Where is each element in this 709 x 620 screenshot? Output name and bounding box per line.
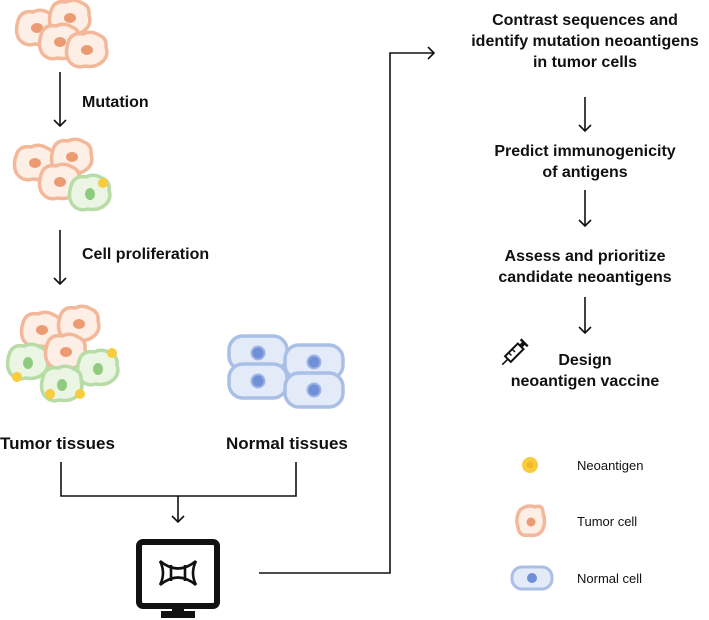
legend-neoantigen-label: Neoantigen (577, 458, 644, 473)
step-line: neoantigen vaccine (510, 373, 660, 390)
step-contrast-sequences: Contrast sequences and identify mutation… (435, 10, 709, 73)
neoantigen-dot-icon (12, 372, 22, 382)
legend-neoantigen-icon (522, 457, 538, 473)
normal-tissues-label: Normal tissues (226, 434, 348, 453)
normal-tissue-cluster (227, 334, 345, 409)
step-line: identify mutation neoantigens (471, 33, 699, 50)
dna-icon (158, 559, 198, 587)
step-line: Assess and prioritize (504, 248, 666, 265)
neoantigen-dot-icon (107, 348, 117, 358)
step-design-vaccine: Design neoantigen vaccine (435, 350, 709, 392)
mutation-label: Mutation (82, 94, 149, 111)
cell-proliferation-label: Cell proliferation (82, 246, 210, 263)
step-line: Contrast sequences and (492, 12, 678, 29)
connector-to-analysis (259, 46, 436, 574)
step-predict-immunogenicity: Predict immunogenicity of antigens (435, 141, 709, 183)
neoantigen-dot-icon (75, 389, 85, 399)
tumor-cluster-mutated (12, 137, 112, 212)
tumor-tissue-cluster (5, 304, 120, 403)
normal-cell-icon (283, 371, 345, 409)
monitor-dna-icon (136, 539, 220, 618)
legend-tumor-cell-label: Tumor cell (577, 514, 638, 529)
step-line: of antigens (542, 164, 628, 181)
tumor-tissues-label: Tumor tissues (0, 434, 115, 453)
legend-normal-cell-icon (510, 565, 554, 591)
step-line: Design (558, 352, 612, 369)
normal-cell-icon (227, 362, 289, 400)
legend-normal-cell-label: Normal cell (577, 571, 643, 586)
step-line: in tumor cells (532, 54, 638, 71)
step-assess-prioritize: Assess and prioritize candidate neoantig… (435, 246, 709, 288)
neoantigen-dot-icon (98, 178, 108, 188)
tumor-cluster-initial (14, 0, 109, 69)
step-line: Predict immunogenicity (494, 143, 676, 160)
tumor-cell-icon (64, 30, 109, 69)
legend-tumor-cell-icon (515, 504, 547, 538)
merge-connector (60, 462, 297, 497)
neoantigen-dot-icon (45, 389, 55, 399)
syringe-icon (501, 338, 529, 366)
step-line: candidate neoantigens (498, 269, 672, 286)
